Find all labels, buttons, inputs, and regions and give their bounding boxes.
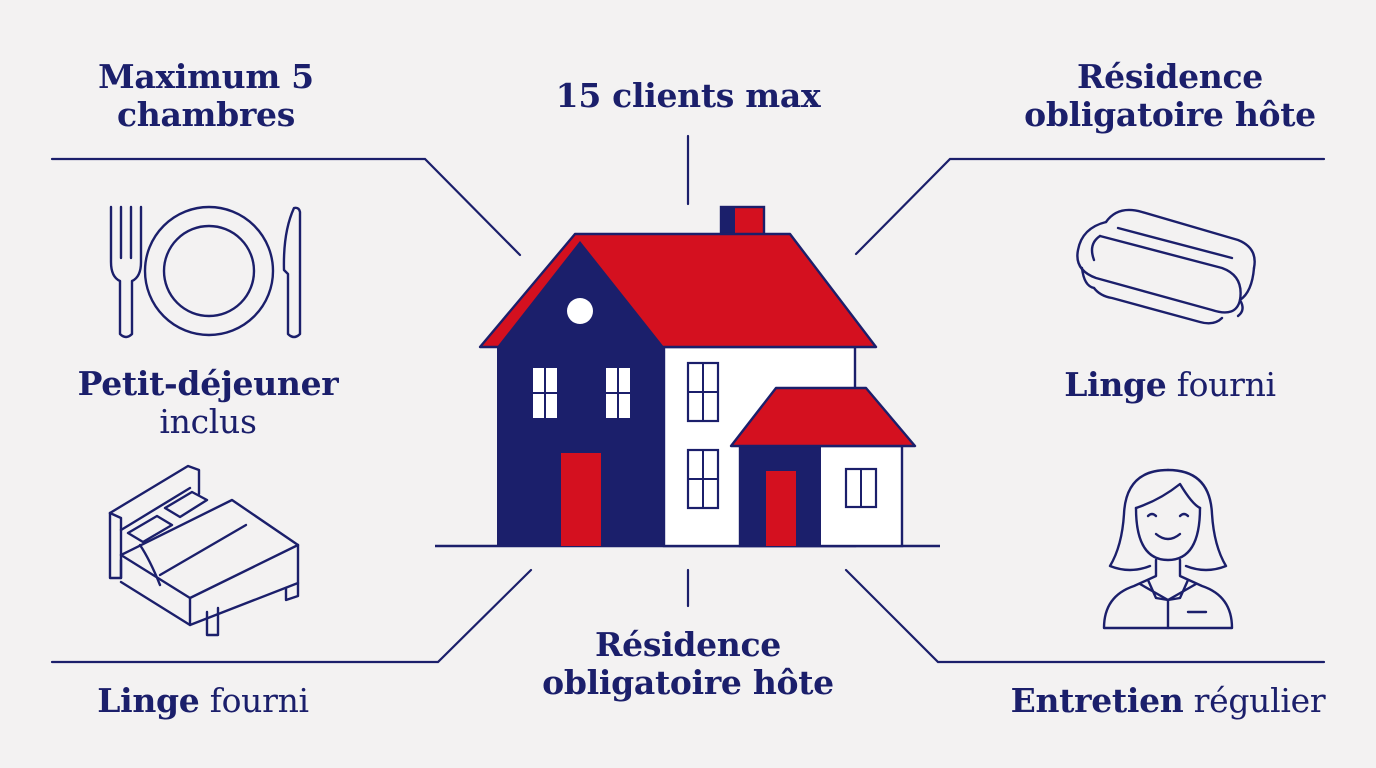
knife-icon — [282, 206, 302, 339]
label-host-residence-top-line1: Résidence — [1077, 57, 1263, 96]
house-icon — [435, 205, 940, 548]
label-breakfast: Petit-déjeuner inclus — [60, 365, 356, 441]
label-max-rooms-line1: Maximum 5 — [98, 57, 314, 96]
label-max-clients: 15 clients max — [500, 77, 876, 115]
label-linen-right-bold: Linge — [1064, 365, 1167, 404]
connector-lines — [50, 134, 1326, 664]
label-maintenance-regular: régulier — [1183, 681, 1326, 720]
connector-top-right — [854, 157, 1326, 256]
label-maintenance-bold: Entretien — [1010, 681, 1184, 720]
label-linen-left-bold: Linge — [97, 681, 200, 720]
housekeeper-icon — [1102, 468, 1234, 630]
fork-icon — [109, 205, 143, 339]
label-host-residence-bottom: Résidence obligatoire hôte — [508, 626, 868, 702]
label-breakfast-regular: inclus — [159, 402, 257, 441]
label-host-residence-top-line2: obligatoire hôte — [1024, 95, 1316, 134]
label-host-residence-bottom-line1: Résidence — [595, 625, 781, 664]
label-linen-right: Linge fourni — [1020, 366, 1320, 404]
label-maintenance: Entretien régulier — [990, 682, 1346, 720]
label-max-rooms-line2: chambres — [116, 95, 296, 134]
label-linen-left: Linge fourni — [50, 682, 356, 720]
label-max-rooms: Maximum 5 chambres — [60, 58, 352, 134]
plate-icon — [143, 205, 275, 337]
connector-bottom-right — [844, 568, 1326, 664]
label-breakfast-bold: Petit-déjeuner — [77, 364, 339, 403]
label-linen-right-regular: fourni — [1166, 365, 1276, 404]
folded-linen-icon — [1076, 208, 1256, 325]
label-host-residence-top: Résidence obligatoire hôte — [990, 58, 1350, 134]
connector-top-left — [50, 157, 522, 257]
bed-icon — [108, 464, 300, 637]
connector-bottom-left — [50, 568, 533, 664]
label-linen-left-regular: fourni — [199, 681, 309, 720]
label-host-residence-bottom-line2: obligatoire hôte — [542, 663, 834, 702]
label-max-clients-text: 15 clients max — [555, 76, 821, 115]
